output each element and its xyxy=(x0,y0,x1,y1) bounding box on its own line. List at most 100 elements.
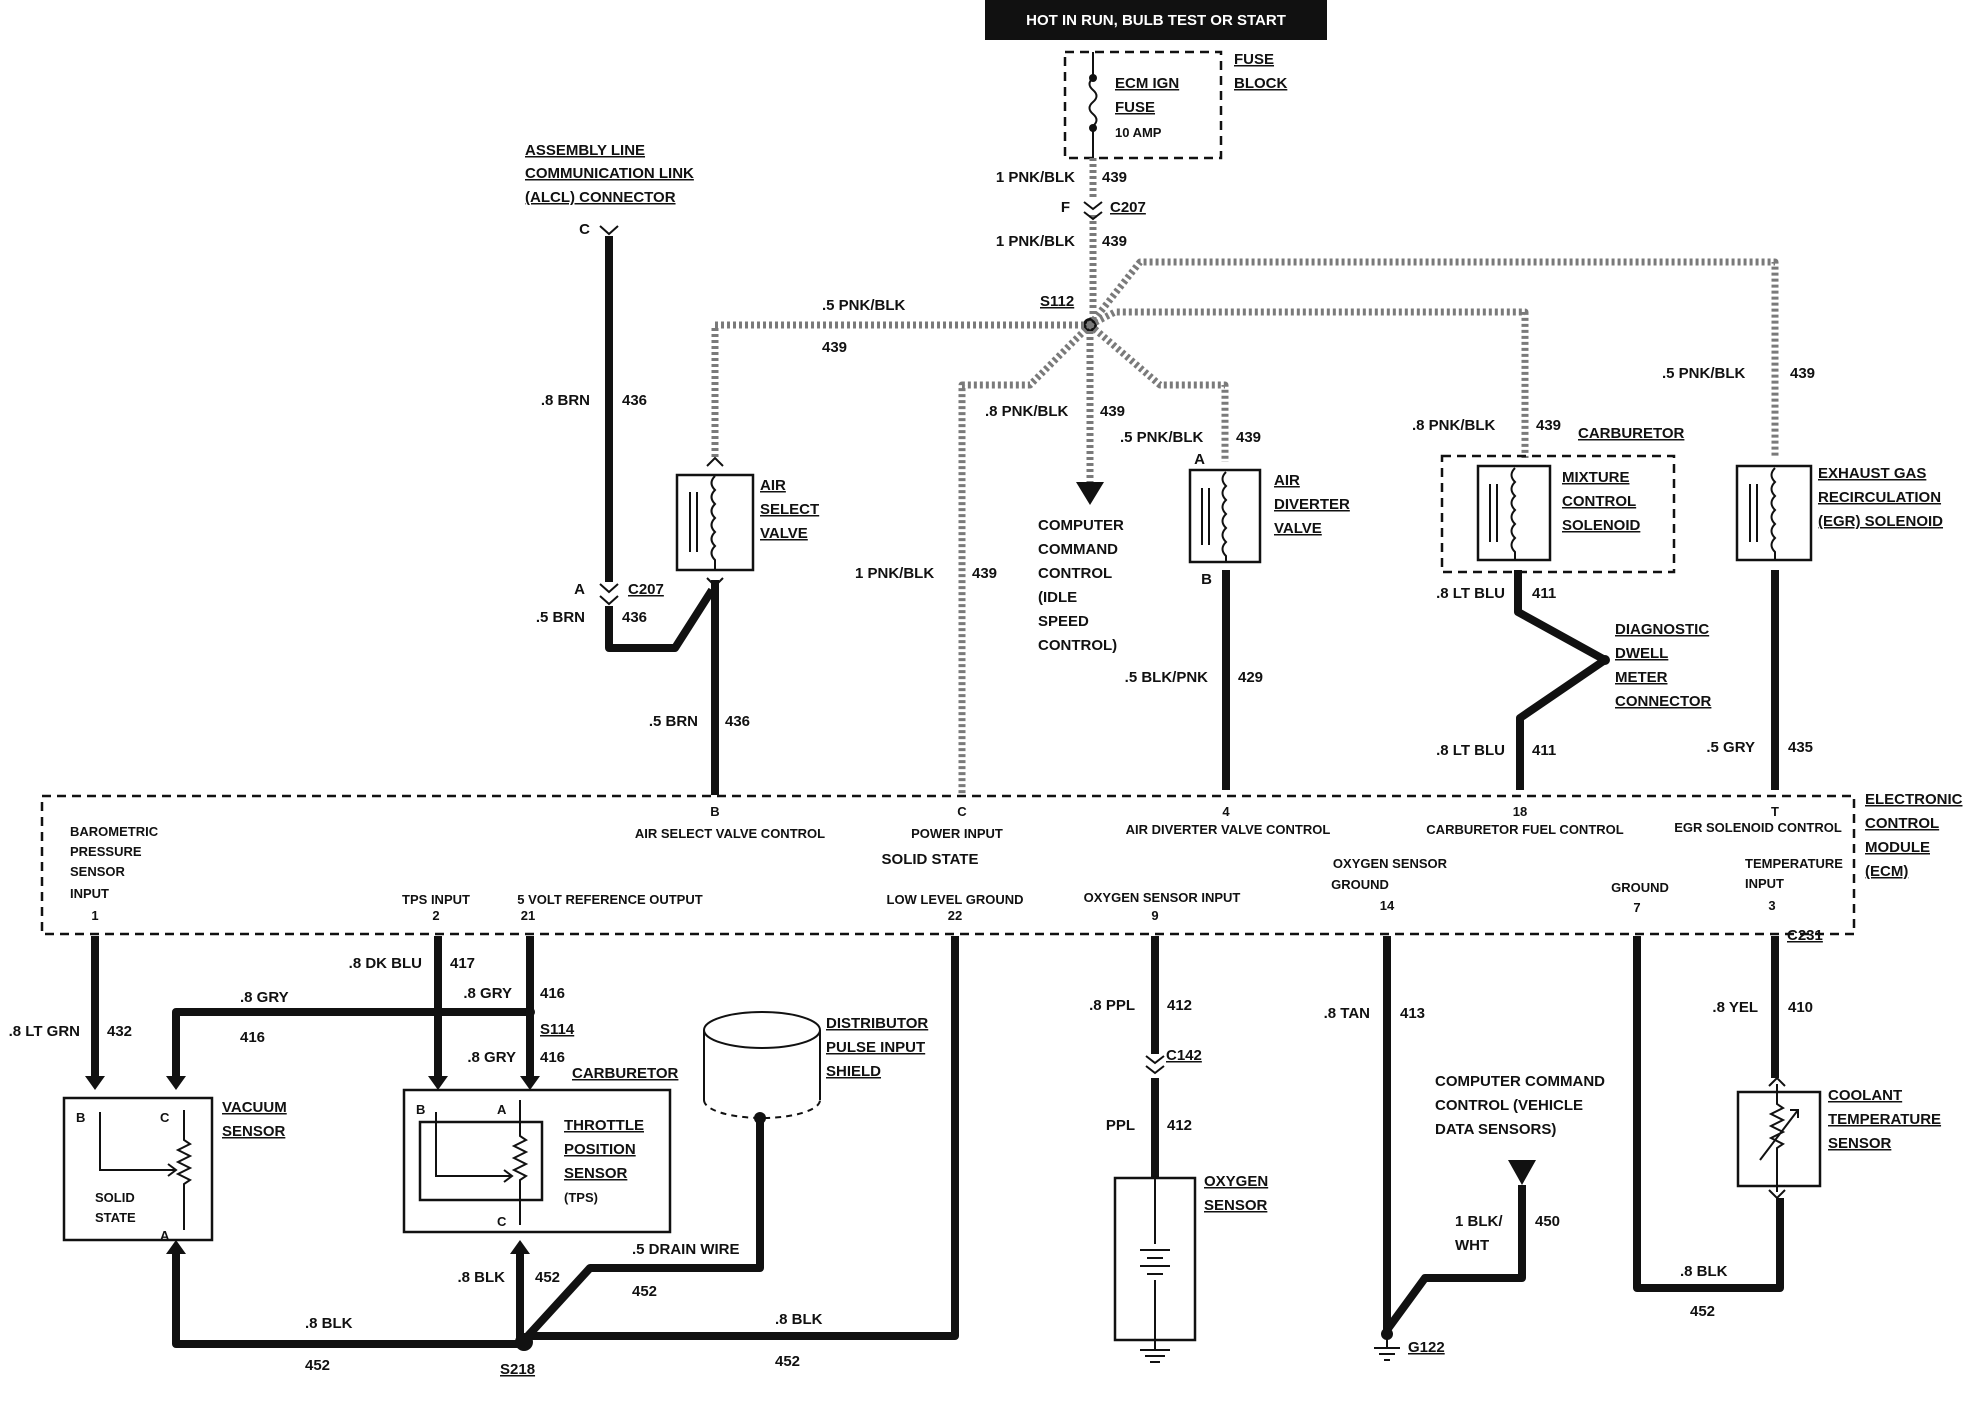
ecm-label-2: CONTROL xyxy=(1865,815,1939,832)
wire-416-vac xyxy=(172,936,534,1080)
drain-wire-num: 452 xyxy=(632,1283,657,1300)
vacuum-pin-c: C xyxy=(160,1110,170,1125)
cmd-idle-arrow xyxy=(1076,482,1104,505)
ecm-pin-7: 7 xyxy=(1633,900,1640,915)
wire-429-num: 429 xyxy=(1238,669,1263,686)
splice-s218 xyxy=(515,1333,533,1351)
alcl-label-3: (ALCL) CONNECTOR xyxy=(525,189,676,206)
air-diverter-label-2: DIVERTER xyxy=(1274,496,1350,513)
c207-left-pin: A xyxy=(574,581,585,598)
fuse-rating: 10 AMP xyxy=(1115,125,1162,140)
alcl-pin: C xyxy=(579,221,590,238)
connector-c231: C231 xyxy=(1787,927,1823,944)
solenoid-icon xyxy=(1749,467,1777,560)
wire-412-a-num: 412 xyxy=(1167,997,1192,1014)
wire-413-num: 413 xyxy=(1400,1005,1425,1022)
oxygen-label-2: SENSOR xyxy=(1204,1197,1268,1214)
ecm-pin-3-label-1: TEMPERATURE xyxy=(1745,856,1843,871)
wire-450-num: 450 xyxy=(1535,1213,1560,1230)
wire-416-a-gauge: .8 GRY xyxy=(240,989,289,1006)
ecm-label-3: MODULE xyxy=(1865,839,1930,856)
oxygen-label-1: OXYGEN xyxy=(1204,1173,1268,1190)
wire-450 xyxy=(1383,1185,1526,1333)
ecm-pin-14: 14 xyxy=(1380,898,1395,913)
wire-436-top-num: 436 xyxy=(622,392,647,409)
cmd-vehicle-label-2: CONTROL (VEHICLE xyxy=(1435,1097,1583,1114)
distributor-label-2: PULSE INPUT xyxy=(826,1039,925,1056)
ecm-pin-2-label: TPS INPUT xyxy=(402,892,470,907)
wire-439-power-num: 439 xyxy=(972,565,997,582)
solenoid-icon xyxy=(1489,467,1517,560)
carburetor-top-label: CARBURETOR xyxy=(1578,425,1685,442)
cmd-idle-label-3: CONTROL xyxy=(1038,565,1112,582)
ecm-pin-18: 18 xyxy=(1513,804,1527,819)
ecm-pin-22: 22 xyxy=(948,908,962,923)
vacuum-sensor xyxy=(62,1096,214,1242)
ecm-label-4: (ECM) xyxy=(1865,863,1908,880)
ecm-pin-7-label: GROUND xyxy=(1611,880,1669,895)
wire-439-power-gauge: 1 PNK/BLK xyxy=(855,565,934,582)
vacuum-pin-a: A xyxy=(160,1228,170,1243)
wire-439-air-div-num: 439 xyxy=(1236,429,1261,446)
wire-436-mid-gauge: .5 BRN xyxy=(536,609,585,626)
wire-411-bot-num: 411 xyxy=(1532,742,1556,759)
wire-411-top-gauge: .8 LT BLU xyxy=(1436,585,1505,602)
cmd-idle-label-1: COMPUTER xyxy=(1038,517,1124,534)
ecm-pin-c: C xyxy=(957,804,967,819)
alcl-label-2: COMMUNICATION LINK xyxy=(525,165,694,182)
coolant-temperature-sensor xyxy=(1736,1090,1822,1188)
air-diverter-pin-a: A xyxy=(1194,451,1205,468)
ecm-box xyxy=(40,794,1856,936)
wire-452-vac-gauge: .8 BLK xyxy=(305,1315,353,1332)
wire-435-num: 435 xyxy=(1788,739,1813,756)
wire-439-air-div-gauge: .5 PNK/BLK xyxy=(1120,429,1204,446)
connector-c142 xyxy=(1145,1055,1165,1075)
wire-452-low-ground xyxy=(526,936,959,1340)
wire-452-right-gauge: .8 BLK xyxy=(775,1311,823,1328)
wire-439-carb-num: 439 xyxy=(1536,417,1561,434)
fuse-block xyxy=(1063,50,1223,160)
ecm-pin-1: 1 xyxy=(91,908,98,923)
dwell-label-2: DWELL xyxy=(1615,645,1668,662)
wire-439-mid-num: 439 xyxy=(1102,233,1127,250)
cmd-vehicle-arrow xyxy=(1508,1160,1536,1185)
splice-s218-label: S218 xyxy=(500,1361,535,1378)
ecm-pin-1-label-3: SENSOR xyxy=(70,864,126,879)
wire-429-gauge: .5 BLK/PNK xyxy=(1125,669,1209,686)
wire-412-b-num: 412 xyxy=(1167,1117,1192,1134)
connector-c207-left xyxy=(599,583,619,606)
wire-416-a-num: 416 xyxy=(240,1029,265,1046)
cmd-vehicle-label-1: COMPUTER COMMAND xyxy=(1435,1073,1605,1090)
wire-452-right-num: 452 xyxy=(775,1353,800,1370)
wire-436-mid-num: 436 xyxy=(622,609,647,626)
wire-439-egr-gauge: .5 PNK/BLK xyxy=(1662,365,1746,382)
vacuum-inner-1: SOLID xyxy=(95,1190,135,1205)
dwell-label-4: CONNECTOR xyxy=(1615,693,1712,710)
air-select-label-1: AIR xyxy=(760,477,786,494)
wire-439-top-num: 439 xyxy=(1102,169,1127,186)
solenoid-icon xyxy=(689,475,717,570)
wire-439-cmd-gauge: .8 PNK/BLK xyxy=(985,403,1069,420)
air-diverter-label-3: VALVE xyxy=(1274,520,1322,537)
wire-drain xyxy=(523,1118,764,1341)
wire-439-carb-gauge: .8 PNK/BLK xyxy=(1412,417,1496,434)
air-select-label-3: VALVE xyxy=(760,525,808,542)
ecm-pin-4: 4 xyxy=(1222,804,1230,819)
dwell-connector-point xyxy=(1600,655,1610,665)
ecm-pin-21-label: 5 VOLT REFERENCE OUTPUT xyxy=(517,892,702,907)
egr-label-3: (EGR) SOLENOID xyxy=(1818,513,1943,530)
vacuum-pin-b: B xyxy=(76,1110,85,1125)
ecm-pin-14-label-2: GROUND xyxy=(1331,877,1389,892)
cmd-idle-label-4: (IDLE xyxy=(1038,589,1077,606)
connector-c207-top xyxy=(1083,201,1103,221)
ecm-pin-1-label-4: INPUT xyxy=(70,886,109,901)
air-diverter-label-1: AIR xyxy=(1274,472,1300,489)
ecm-pin-1-label-2: PRESSURE xyxy=(70,844,142,859)
wire-410-gauge: .8 YEL xyxy=(1712,999,1758,1016)
wire-416-c-gauge: .8 GRY xyxy=(467,1049,516,1066)
tps-label-3: SENSOR xyxy=(564,1165,628,1182)
ecm-pin-t: T xyxy=(1771,804,1779,819)
wire-439-branch-power xyxy=(958,322,1093,795)
vacuum-inner-2: STATE xyxy=(95,1210,136,1225)
connector-c142-label: C142 xyxy=(1166,1047,1202,1064)
